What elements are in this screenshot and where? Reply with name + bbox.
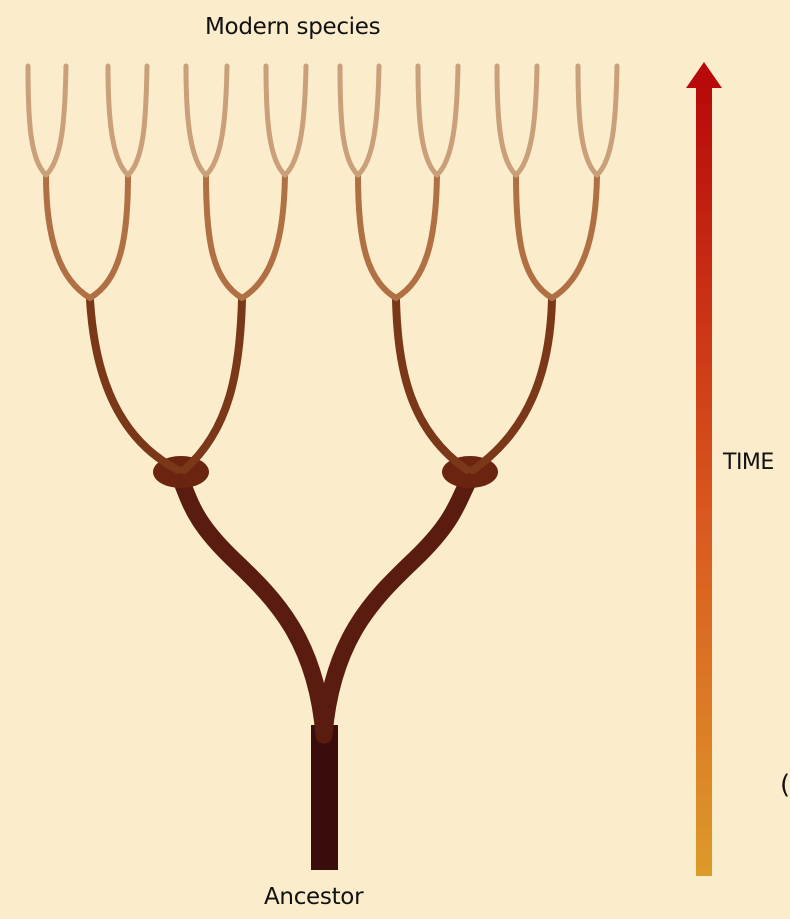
ancestor-label: Ancestor	[264, 884, 363, 910]
modern-species-label: Modern species	[205, 14, 380, 40]
tree-branches-level-2	[90, 300, 552, 470]
tree-branches-level-4	[28, 66, 617, 175]
tree-branches-level-3	[46, 175, 597, 298]
time-arrow-shaft	[696, 86, 712, 876]
cropped-edge-glyph: (	[780, 770, 790, 800]
tree-branches-level-1	[180, 478, 470, 735]
ancestor-trunk	[311, 725, 338, 870]
time-arrow-head	[686, 62, 722, 88]
time-axis-label: TIME	[723, 450, 774, 475]
up-arrow-icon	[686, 62, 722, 876]
